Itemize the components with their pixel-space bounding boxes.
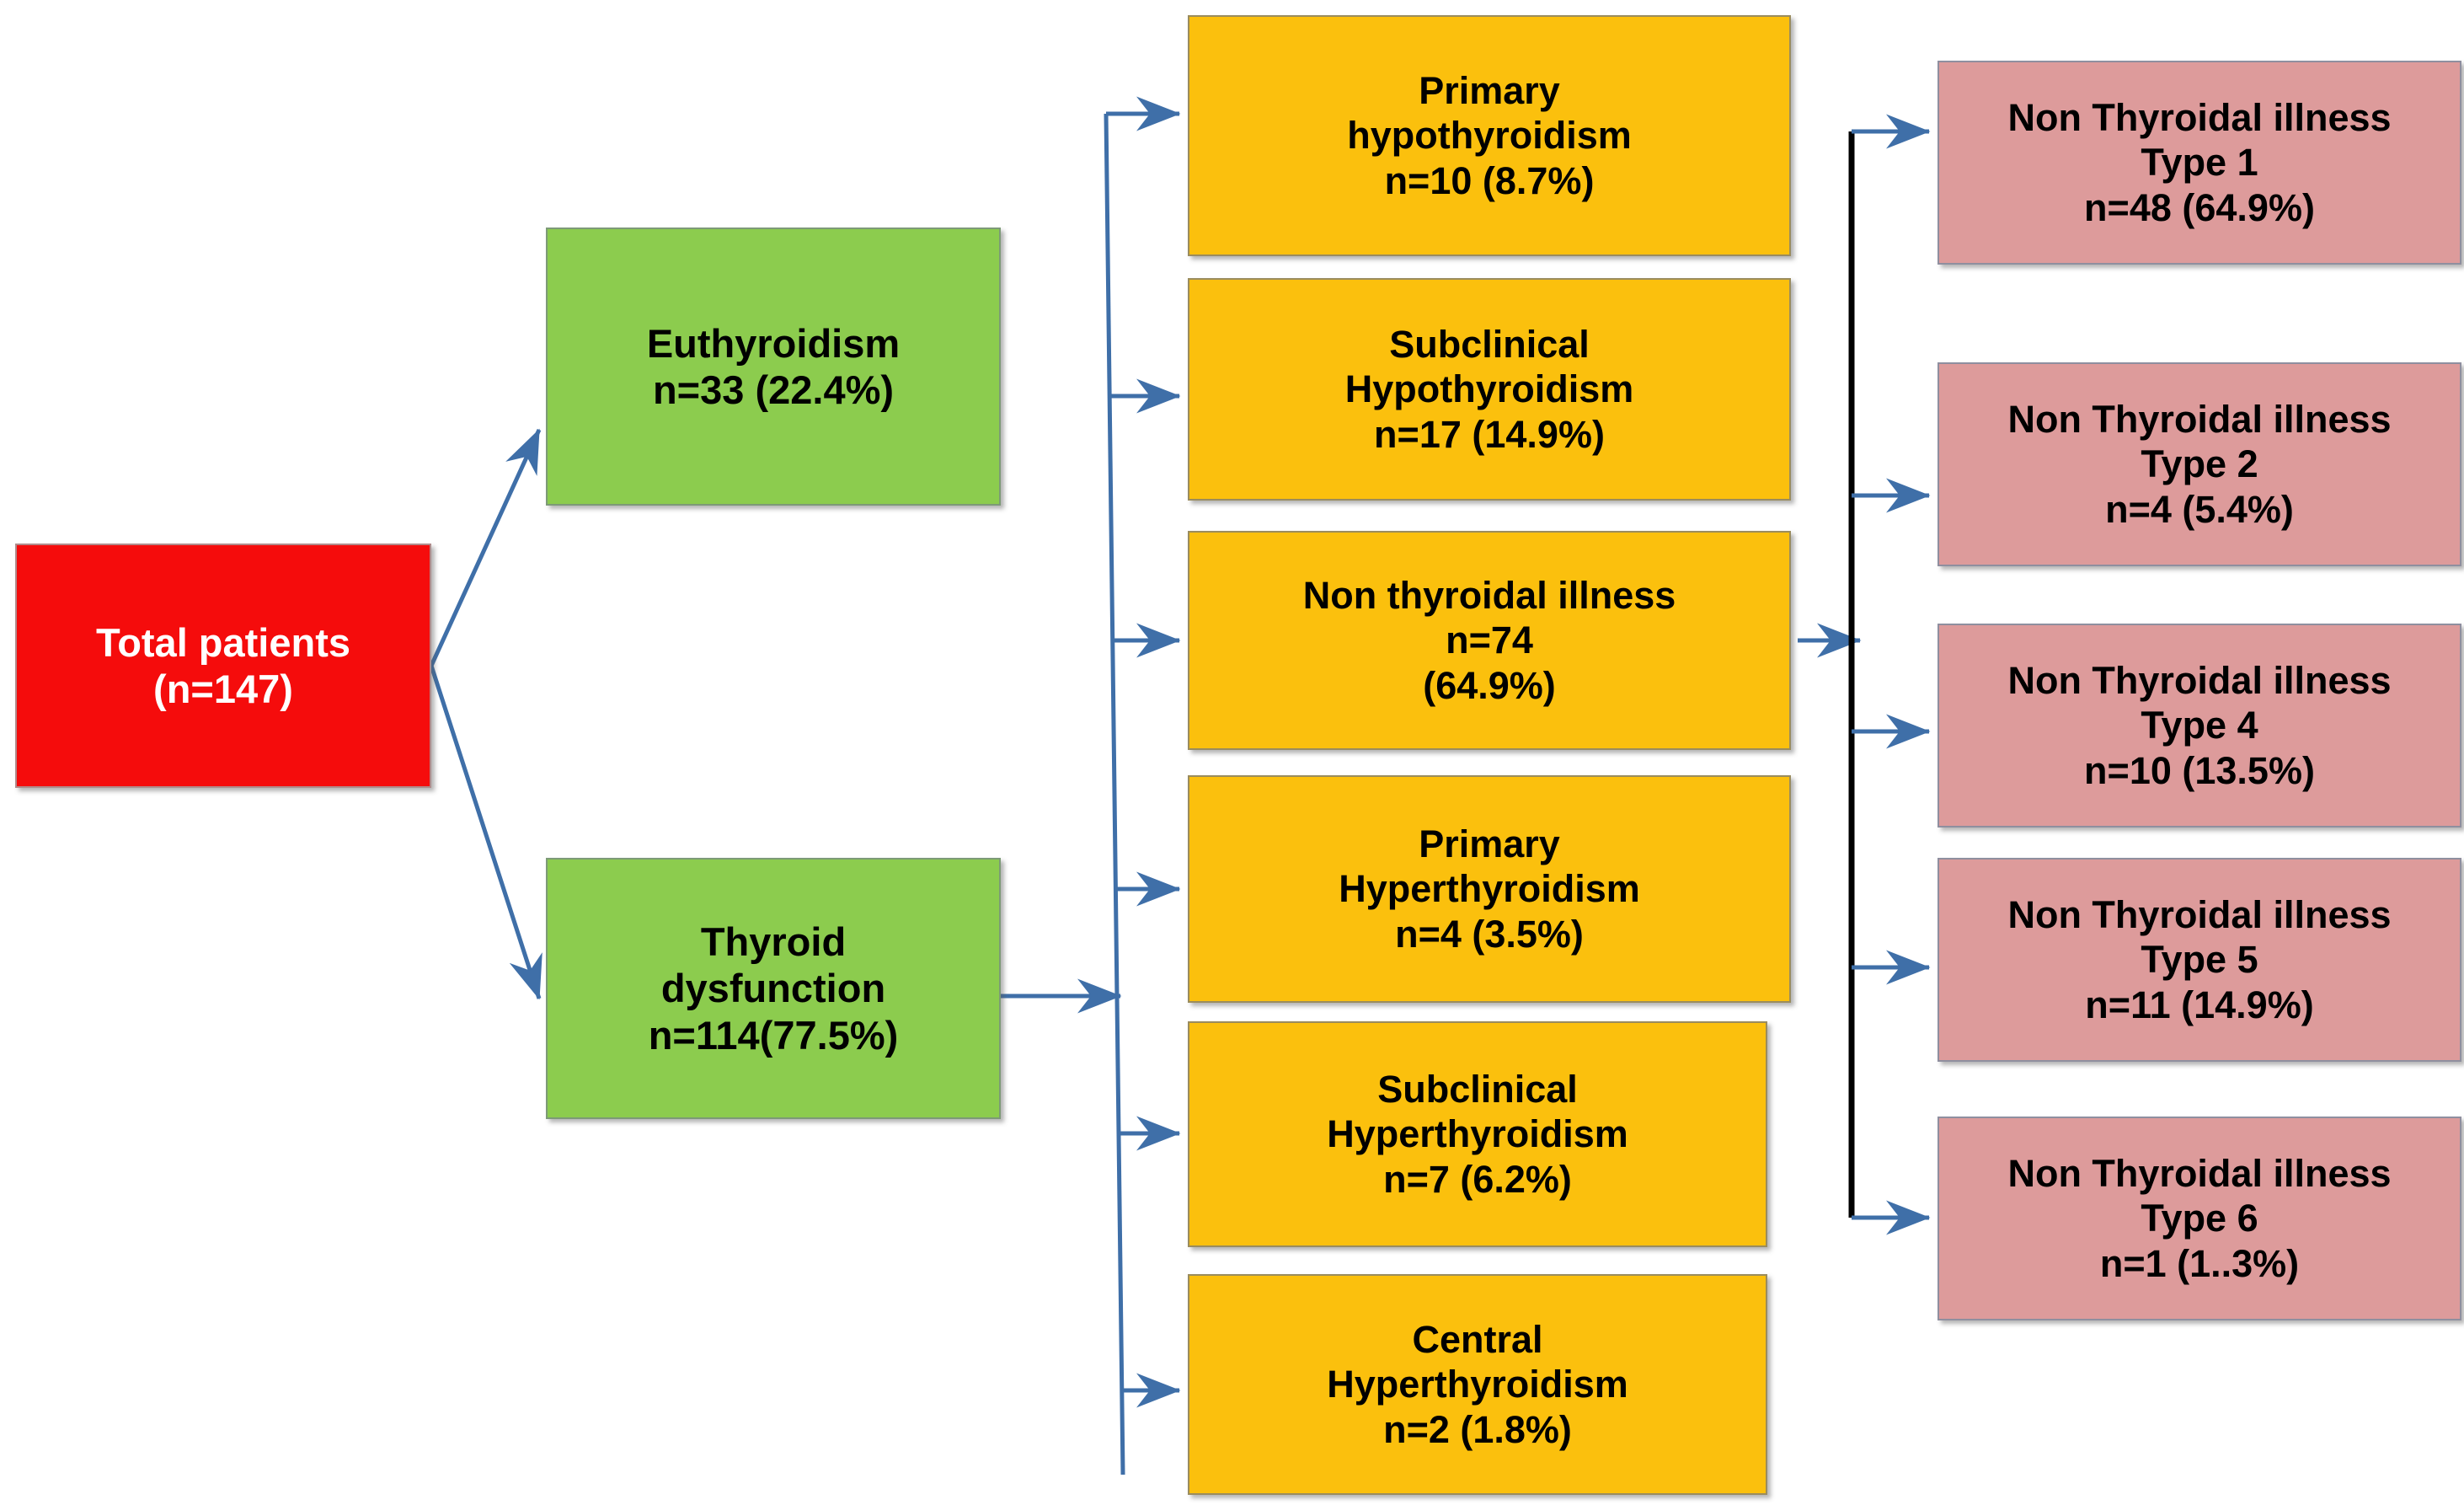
node-non-thyroidal-illness[interactable]: Non thyroidal illness n=74 (64.9%) bbox=[1188, 531, 1791, 750]
node-line: Total patients bbox=[95, 619, 351, 665]
node-line: n=33 (22.4%) bbox=[652, 367, 895, 412]
node-line: Hypothyroidism bbox=[1344, 367, 1634, 411]
node-line: dysfunction bbox=[660, 966, 886, 1011]
node-line: Type 4 bbox=[2141, 704, 2258, 747]
link-root-to-euthyroidism bbox=[429, 428, 542, 667]
node-euthyroidism[interactable]: Euthyroidism n=33 (22.4%) bbox=[546, 228, 1001, 506]
node-line: n=114(77.5%) bbox=[648, 1012, 899, 1058]
node-line: Type 5 bbox=[2141, 938, 2258, 982]
orange-trunk-line bbox=[1104, 113, 1125, 1476]
node-central-hyperthyroidism[interactable]: Central Hyperthyroidism n=2 (1.8%) bbox=[1188, 1274, 1767, 1495]
node-line: n=10 (13.5%) bbox=[2084, 748, 2315, 792]
node-line: Euthyroidism bbox=[646, 320, 901, 366]
node-line: n=48 (64.9%) bbox=[2084, 185, 2315, 229]
node-line: hypothyroidism bbox=[1347, 114, 1632, 158]
node-primary-hypothyroidism[interactable]: Primary hypothyroidism n=10 (8.7%) bbox=[1188, 15, 1791, 256]
node-nti-type-6[interactable]: Non Thyroidal illness Type 6 n=1 (1..3%) bbox=[1938, 1117, 2461, 1320]
node-thyroid-dysfunction[interactable]: Thyroid dysfunction n=114(77.5%) bbox=[546, 858, 1001, 1119]
node-line: n=74 bbox=[1446, 619, 1533, 662]
node-total-patients[interactable]: Total patients (n=147) bbox=[15, 544, 431, 788]
node-line: n=2 (1.8%) bbox=[1383, 1407, 1572, 1451]
node-line: Thyroid bbox=[700, 919, 847, 964]
node-subclinical-hypothyroidism[interactable]: Subclinical Hypothyroidism n=17 (14.9%) bbox=[1188, 278, 1791, 501]
node-line: Type 1 bbox=[2141, 141, 2258, 185]
node-nti-type-4[interactable]: Non Thyroidal illness Type 4 n=10 (13.5%… bbox=[1938, 624, 2461, 827]
node-line: Non thyroidal illness bbox=[1302, 574, 1676, 618]
node-line: n=7 (6.2%) bbox=[1383, 1157, 1572, 1201]
node-line: (64.9%) bbox=[1423, 663, 1556, 707]
node-line: n=11 (14.9%) bbox=[2085, 983, 2314, 1026]
node-line: Type 6 bbox=[2141, 1197, 2258, 1240]
node-line: (n=147) bbox=[153, 667, 293, 711]
node-line: Non Thyroidal illness bbox=[2007, 659, 2392, 703]
node-line: Non Thyroidal illness bbox=[2007, 893, 2392, 937]
node-nti-type-1[interactable]: Non Thyroidal illness Type 1 n=48 (64.9%… bbox=[1938, 61, 2461, 265]
node-line: Subclinical bbox=[1389, 323, 1590, 367]
node-line: Hyperthyroidism bbox=[1327, 1112, 1628, 1156]
node-line: Central bbox=[1412, 1318, 1543, 1362]
node-nti-type-5[interactable]: Non Thyroidal illness Type 5 n=11 (14.9%… bbox=[1938, 858, 2461, 1062]
node-line: n=10 (8.7%) bbox=[1384, 158, 1595, 202]
link-root-to-thyroid-dysfunction bbox=[429, 665, 543, 1000]
node-line: Primary bbox=[1419, 69, 1560, 113]
node-line: Hyperthyroidism bbox=[1339, 867, 1640, 911]
node-line: n=1 (1..3%) bbox=[2099, 1241, 2300, 1285]
node-line: Type 2 bbox=[2141, 442, 2258, 486]
node-line: Non Thyroidal illness bbox=[2007, 96, 2392, 140]
node-line: Non Thyroidal illness bbox=[2007, 1152, 2392, 1196]
node-nti-type-2[interactable]: Non Thyroidal illness Type 2 n=4 (5.4%) bbox=[1938, 362, 2461, 566]
node-line: Primary bbox=[1419, 822, 1560, 866]
node-line: Subclinical bbox=[1377, 1068, 1578, 1111]
node-line: Non Thyroidal illness bbox=[2007, 398, 2392, 442]
node-line: Hyperthyroidism bbox=[1327, 1363, 1628, 1406]
node-line: n=4 (3.5%) bbox=[1395, 912, 1584, 956]
node-subclinical-hyperthyroidism[interactable]: Subclinical Hyperthyroidism n=7 (6.2%) bbox=[1188, 1021, 1767, 1247]
node-line: n=17 (14.9%) bbox=[1374, 412, 1605, 456]
node-line: n=4 (5.4%) bbox=[2105, 487, 2294, 531]
node-primary-hyperthyroidism[interactable]: Primary Hyperthyroidism n=4 (3.5%) bbox=[1188, 775, 1791, 1003]
